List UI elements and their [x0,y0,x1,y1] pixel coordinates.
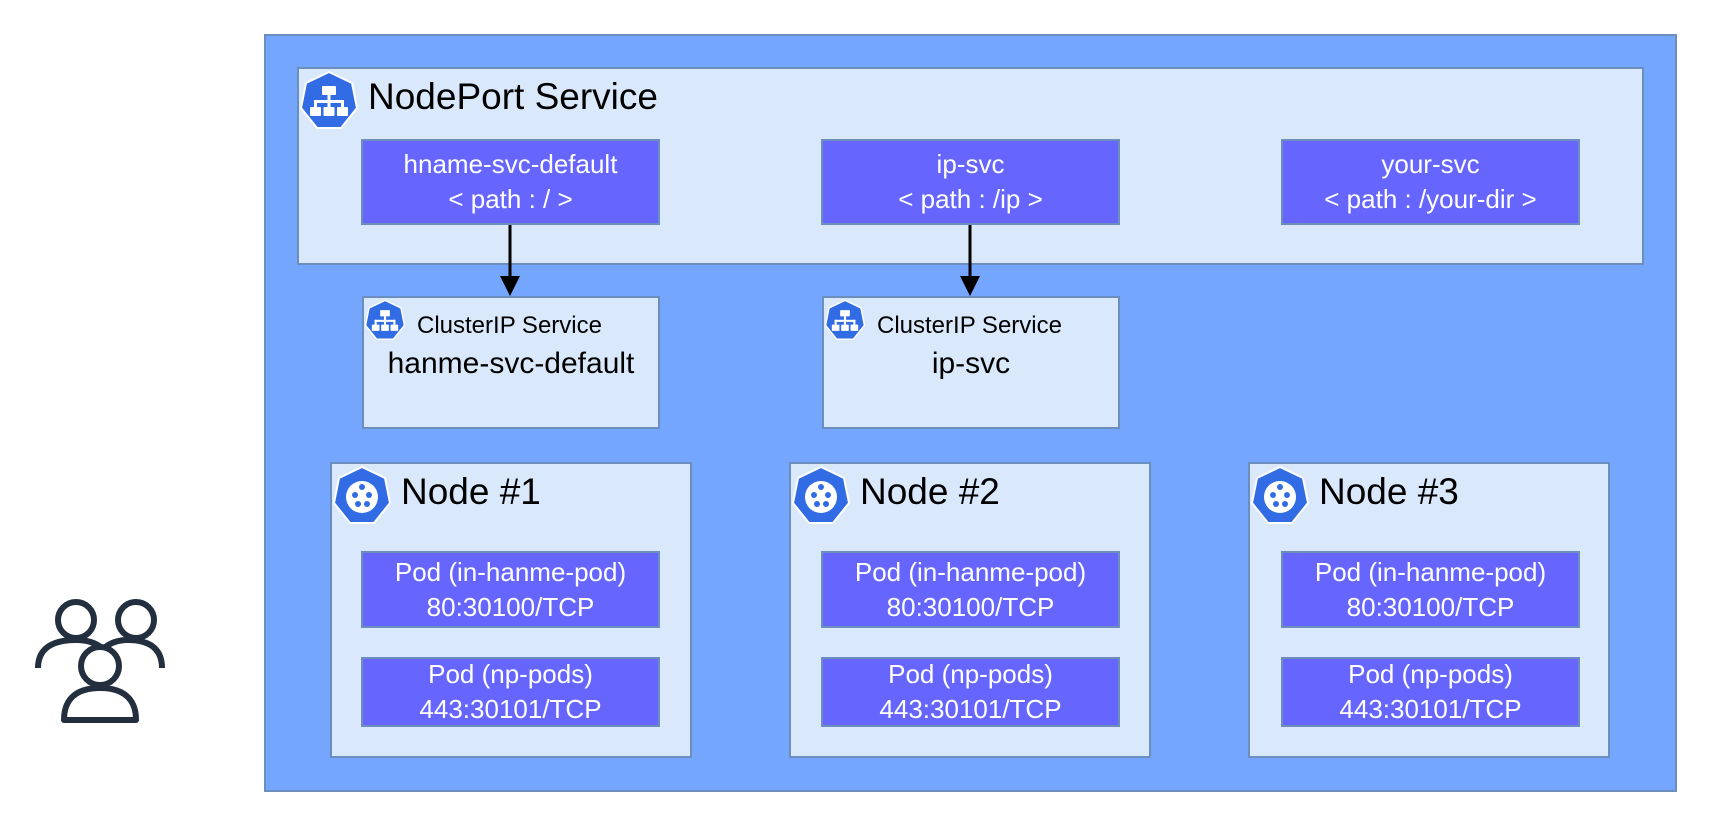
pod-port: 443:30101/TCP [1339,694,1522,724]
arrow [955,224,985,298]
svc-name: hname-svc-default [403,149,618,179]
node-title: Node #2 [860,471,1000,512]
pod-name: Pod (np-pods) [888,659,1053,689]
service-icon [364,299,406,342]
pod-port: 80:30100/TCP [1346,591,1515,622]
node-icon [332,465,392,527]
svc-path: < path : /your-dir > [1324,184,1537,214]
pod-box: Pod (np-pods) 443:30101/TCP [821,657,1120,727]
clusterip-label: ClusterIP Service [417,312,602,339]
nodeport-svc-box: your-svc < path : /your-dir > [1281,139,1580,225]
pod-name: Pod (in-hanme-pod) [394,556,627,587]
pod-box: Pod (np-pods) 443:30101/TCP [1281,657,1580,727]
svc-name: ip-svc [936,149,1005,179]
pod-port: 443:30101/TCP [419,694,602,724]
pod-name: Pod (np-pods) [428,659,593,689]
clusterip-name: hanme-svc-default [387,347,635,380]
svc-name: your-svc [1381,149,1480,179]
pod-name: Pod (np-pods) [1348,659,1513,689]
nodeport-svc-box: hname-svc-default < path : / > [361,139,660,225]
node-icon [791,465,851,527]
service-icon [299,70,359,132]
pod-box: Pod (in-hanme-pod) 80:30100/TCP [361,551,660,628]
arrow [495,224,525,298]
pod-box: Pod (in-hanme-pod) 80:30100/TCP [1281,551,1580,628]
clusterip-panel [362,296,660,429]
pod-name: Pod (in-hanme-pod) [1314,556,1547,587]
node-icon [1250,465,1310,527]
pod-box: Pod (np-pods) 443:30101/TCP [361,657,660,727]
clusterip-panel [822,296,1120,429]
service-icon [824,299,866,342]
pod-box: Pod (in-hanme-pod) 80:30100/TCP [821,551,1120,628]
nodeport-title: NodePort Service [368,76,658,117]
clusterip-name: ip-svc [931,347,1011,380]
svc-path: < path : /ip > [898,184,1043,214]
svc-path: < path : / > [448,184,573,214]
pod-port: 80:30100/TCP [426,591,595,622]
clusterip-label: ClusterIP Service [877,312,1062,339]
pod-port: 443:30101/TCP [879,694,1062,724]
pod-name: Pod (in-hanme-pod) [854,556,1087,587]
pod-port: 80:30100/TCP [886,591,1055,622]
users-icon [30,590,170,730]
node-title: Node #3 [1319,471,1459,512]
nodeport-svc-box: ip-svc < path : /ip > [821,139,1120,225]
node-title: Node #1 [401,471,541,512]
